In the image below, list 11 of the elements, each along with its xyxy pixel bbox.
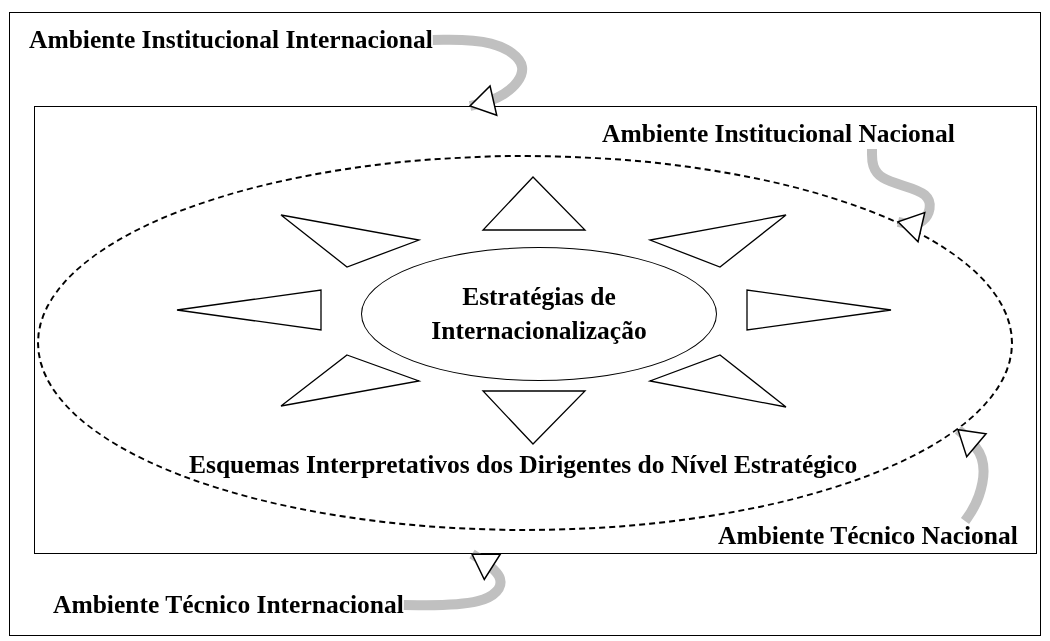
label-text: Ambiente Institucional Nacional	[602, 119, 955, 149]
curved-arrow	[954, 425, 989, 524]
box	[34, 106, 1037, 554]
curved-arrow	[403, 549, 506, 611]
label-text: Ambiente Técnico Nacional	[718, 521, 1018, 551]
label-text: Ambiente Institucional Internacional	[29, 25, 433, 55]
curved-arrow	[432, 34, 528, 117]
label-text: Esquemas Interpretativos dos Dirigentes do Nível Estratégico	[189, 450, 858, 480]
label-text: Estratégias de Internacionalização	[430, 280, 648, 347]
box	[9, 12, 1041, 636]
label-text: Ambiente Técnico Internacional	[53, 590, 404, 620]
